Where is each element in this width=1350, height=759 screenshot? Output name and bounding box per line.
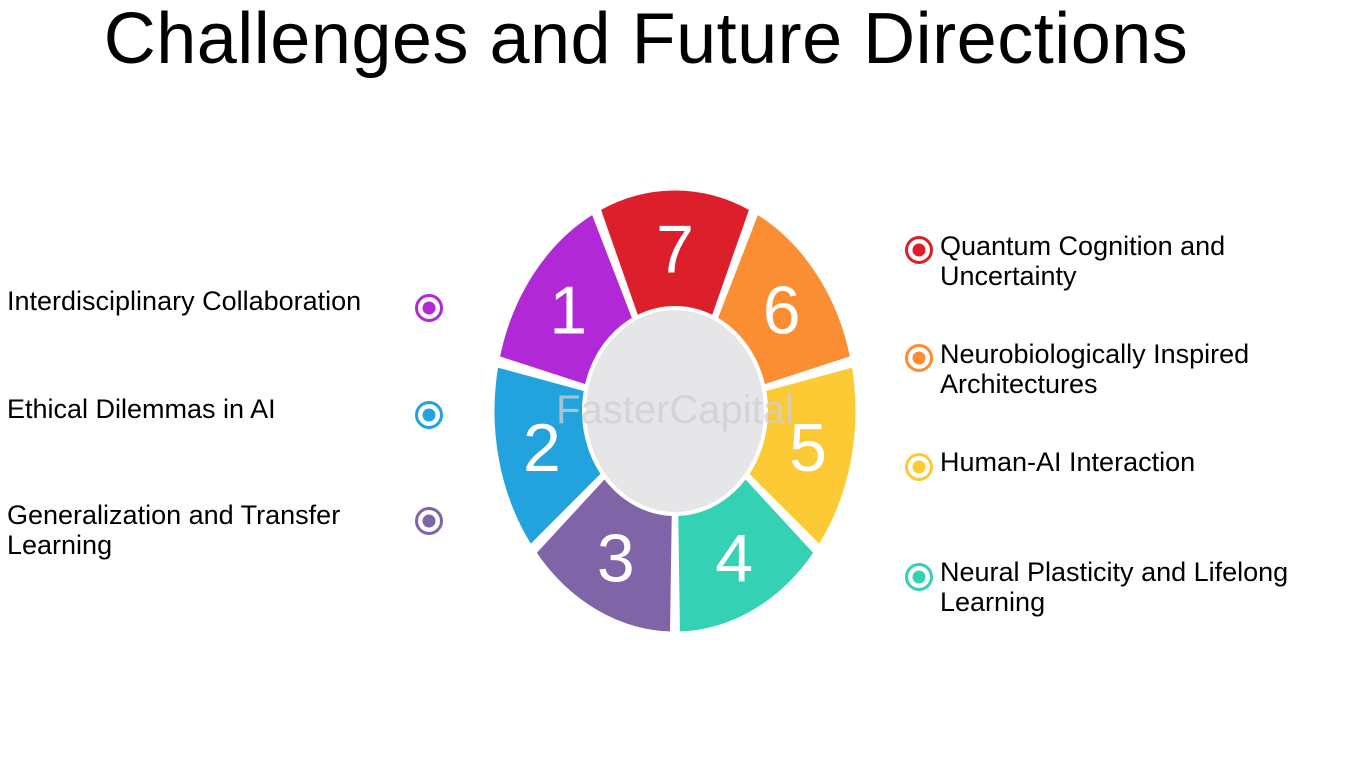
label-generalization-transfer: Generalization and Transfer Learning <box>7 500 341 560</box>
segment-number-2: 2 <box>523 410 561 486</box>
bullet-marker-3 <box>415 507 443 535</box>
segment-number-3: 3 <box>597 520 635 596</box>
label-neural-plasticity: Neural Plasticity and Lifelong Learning <box>940 557 1289 617</box>
label-human-ai-interaction: Human-AI Interaction <box>940 447 1196 477</box>
bullet-marker-7 <box>905 236 933 264</box>
label-neurobiological-architectures: Neurobiologically Inspired Architectures <box>940 339 1250 399</box>
center-hub <box>582 306 768 516</box>
segment-number-5: 5 <box>789 410 827 486</box>
bullet-marker-2 <box>415 401 443 429</box>
bullet-marker-6 <box>905 344 933 372</box>
bullet-marker-4 <box>905 563 933 591</box>
label-interdisciplinary-collaboration: Interdisciplinary Collaboration <box>7 286 362 316</box>
segment-number-7: 7 <box>656 212 694 288</box>
bullet-marker-1 <box>415 294 443 322</box>
segment-ring-diagram: FasterCapital 76 54 32 1 <box>491 187 859 635</box>
segment-number-4: 4 <box>715 520 753 596</box>
watermark-text: FasterCapital <box>556 388 794 432</box>
page-title: Challenges and Future Directions <box>103 0 1189 79</box>
segment-number-6: 6 <box>763 273 801 349</box>
label-quantum-cognition: Quantum Cognition and Uncertainty <box>940 231 1226 291</box>
segment-number-1: 1 <box>549 273 587 349</box>
bullet-marker-5 <box>905 453 933 481</box>
label-ethical-dilemmas: Ethical Dilemmas in AI <box>7 394 276 424</box>
